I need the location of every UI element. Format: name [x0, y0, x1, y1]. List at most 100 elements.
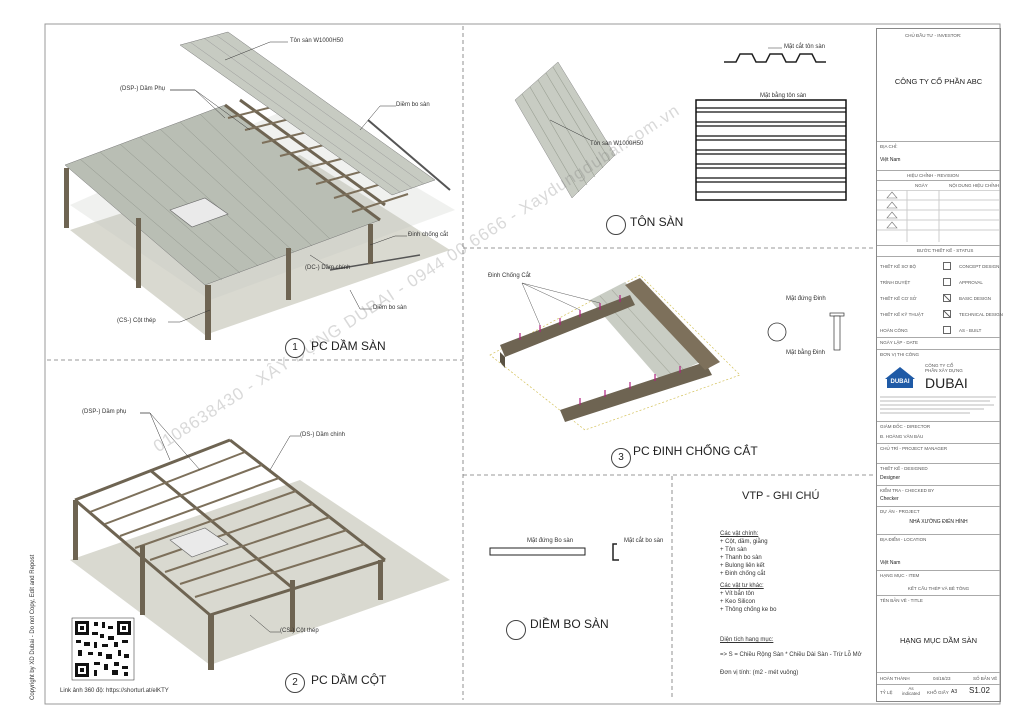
label-trim-section: Mặt cắt bo sàn — [624, 538, 664, 544]
revision-label: HIỆU CHỈNH - REVISION — [907, 173, 959, 178]
project-label: DỰ ÁN - PROJECT — [880, 509, 920, 514]
status-checkbox[interactable] — [943, 278, 951, 286]
notes-title: VTP - GHI CHÚ — [742, 490, 820, 502]
label-secondary-beam: (DSP-) Dầm Phụ — [120, 86, 166, 92]
label-main-beam: (DC-) Dầm chính — [305, 265, 351, 271]
company-big: DUBAI — [925, 375, 968, 391]
notes-item: + Bulong liên kết — [720, 563, 765, 569]
checked-value: Checker — [880, 496, 899, 502]
status-row-right: AS - BUILT — [959, 328, 982, 333]
label-edge-trim-1: Diềm bo sàn — [396, 102, 430, 108]
designed-value: Designer — [880, 475, 901, 481]
director-value: Đ. HOÀNG VĂN BÁU — [880, 434, 924, 439]
label-edge-trim-2: Diềm bo sàn — [373, 305, 407, 311]
status-row-right: BASIC DESIGN — [959, 296, 992, 301]
notes-unit: Đơn vị tính: (m2 - mét vuông) — [720, 670, 799, 676]
notes-item: + Keo Silicon — [720, 599, 756, 605]
revision-table — [877, 180, 1000, 242]
title-label: TÊN BẢN VẼ - TITLE — [880, 598, 923, 603]
scale-label: TỶ LỆ — [880, 690, 893, 695]
status-row-right: TECHNICAL DESIGN — [959, 312, 1003, 317]
label-stud-plan: Mặt bằng Đinh — [786, 350, 826, 356]
notes-item: + Đinh chống cắt — [720, 571, 766, 577]
view2-drawing — [70, 412, 450, 670]
deck-sheet-drawing — [514, 47, 847, 201]
status-row-left: THIẾT KẾ SƠ BỘ — [880, 264, 917, 269]
label-main-beam-2: (DS-) Dầm chính — [300, 432, 346, 438]
complete-label: HOÀN THÀNH — [880, 676, 910, 681]
deck-view-title: TÔN SÀN — [630, 215, 684, 229]
sheet-no-label: SỐ BẢN VẼ — [973, 676, 998, 681]
size-value: A3 — [951, 689, 958, 695]
project-value: NHÀ XƯỞNG ĐIỂN HÌNH — [909, 519, 968, 525]
label-steel-column: (CS-) Cột thép — [117, 318, 156, 324]
status-row-right: CONCEPT DESIGN — [959, 264, 1000, 269]
notes-item: + Thanh bo sàn — [720, 555, 762, 561]
trim-view-circle — [506, 620, 526, 640]
notes-section2-title: Các vật tư khác: — [720, 583, 764, 589]
contractor-label: ĐƠN VỊ THI CÔNG — [880, 352, 920, 357]
item-value: KẾT CẤU THÉP VÀ BÊ TÔNG — [907, 586, 970, 591]
status-row-left: HOÀN CÔNG — [880, 328, 908, 333]
title-block: CHỦ ĐẦU TƯ - INVESTOR: CÔNG TY CỔ PHẦN A… — [876, 28, 1003, 702]
view3-title: PC ĐINH CHỐNG CẮT — [633, 444, 758, 458]
view2-title: PC DẦM CỘT — [311, 673, 387, 687]
label-deck-sheet: Tôn sàn W1000H50 — [290, 38, 344, 44]
checked-label: KIỂM TRA - CHECKED BY — [880, 488, 935, 493]
label-shear-stud-3: Đinh Chống Cắt — [488, 273, 531, 279]
notes-item: + Thông chống ke bo — [720, 607, 777, 613]
address-label: ĐỊA CHỈ: — [880, 144, 898, 149]
label-trim-elevation: Mặt đứng Bo sàn — [527, 538, 574, 544]
notes-item: + Cột, dầm, giằng — [720, 539, 768, 545]
designed-label: THIẾT KẾ - DESIGNED — [880, 466, 928, 471]
status-row-left: THIẾT KẾ CƠ SỞ — [880, 296, 917, 301]
label-deck-plan: Mặt bằng tôn sàn — [760, 93, 807, 99]
status-row-right: APPROVAL — [959, 280, 983, 285]
status-checkbox[interactable] — [943, 326, 951, 334]
view2-number: 2 — [285, 673, 305, 693]
status-checkbox[interactable] — [943, 262, 951, 270]
view3-number: 3 — [611, 448, 631, 468]
qr-caption[interactable]: Link ảnh 360 độ: https://shorturl.at/elK… — [60, 688, 169, 694]
status-label: BƯỚC THIẾT KẾ - STATUS — [917, 248, 974, 253]
view1-drawing — [64, 31, 455, 340]
view1-title: PC DẦM SÀN — [311, 339, 386, 353]
label-deck-section: Mặt cắt tôn sàn — [784, 44, 826, 50]
notes-area-title: Diện tích hang mục: — [720, 637, 774, 643]
company-addresses — [880, 395, 997, 417]
address-value: Việt Nam — [880, 157, 901, 163]
label-secondary-beam-2: (DSP-) Dầm phụ — [82, 409, 127, 415]
investor-label: CHỦ ĐẦU TƯ - INVESTOR: — [905, 33, 962, 38]
investor-name: CÔNG TY CỔ PHẦN ABC — [894, 77, 983, 86]
logo-text: DUBAI — [890, 379, 910, 385]
date-label: NGÀY LẬP - DATE — [880, 340, 919, 345]
label-deck-sheet-3d: Tôn sàn W1000H50 — [590, 141, 644, 147]
notes-formula: => S = Chiều Rộng Sàn * Chiều Dài Sàn - … — [720, 652, 862, 658]
label-steel-column-2: (CS-) Cột thép — [280, 628, 319, 634]
shear-stud-drawing — [489, 274, 845, 431]
company-logo: DUBAI — [883, 363, 917, 391]
revision-col-content: NỘI DUNG HIỆU CHỈNH — [949, 183, 1000, 188]
location-label: ĐỊA ĐIỂM - LOCATION — [880, 537, 927, 542]
notes-item: + Tôn sàn — [720, 547, 747, 553]
status-checkbox-checked[interactable] — [943, 310, 951, 318]
trim-view-title: DIỀM BO SÀN — [530, 617, 609, 631]
qr-code — [71, 617, 135, 681]
notes-section1-title: Các vật chính: — [720, 531, 759, 537]
drawing-title: HẠNG MỤC DẦM SÀN — [899, 636, 978, 645]
notes-item: + Vít bắn tôn — [720, 591, 755, 597]
date-value: 04/16/23 — [933, 676, 951, 681]
edge-trim-drawing — [489, 543, 619, 561]
label-stud-elevation: Mặt đứng Đinh — [786, 296, 826, 302]
location-value: Việt Nam — [880, 560, 901, 566]
copyright-text: Copyright by XD Dubai - Do not Copy, Edi… — [30, 554, 36, 700]
scale-value: As indicated — [901, 686, 920, 696]
size-label: KHỔ GIẤY — [927, 690, 949, 695]
pm-label: CHỦ TRÌ - PROJECT MANAGER — [880, 446, 948, 451]
status-checkbox-checked[interactable] — [943, 294, 951, 302]
deck-view-circle — [606, 215, 626, 235]
revision-col-date: NGÀY — [915, 183, 928, 188]
item-label: HẠNG MỤC - ITEM — [880, 573, 920, 578]
sheet-number: S1.02 — [969, 686, 990, 695]
